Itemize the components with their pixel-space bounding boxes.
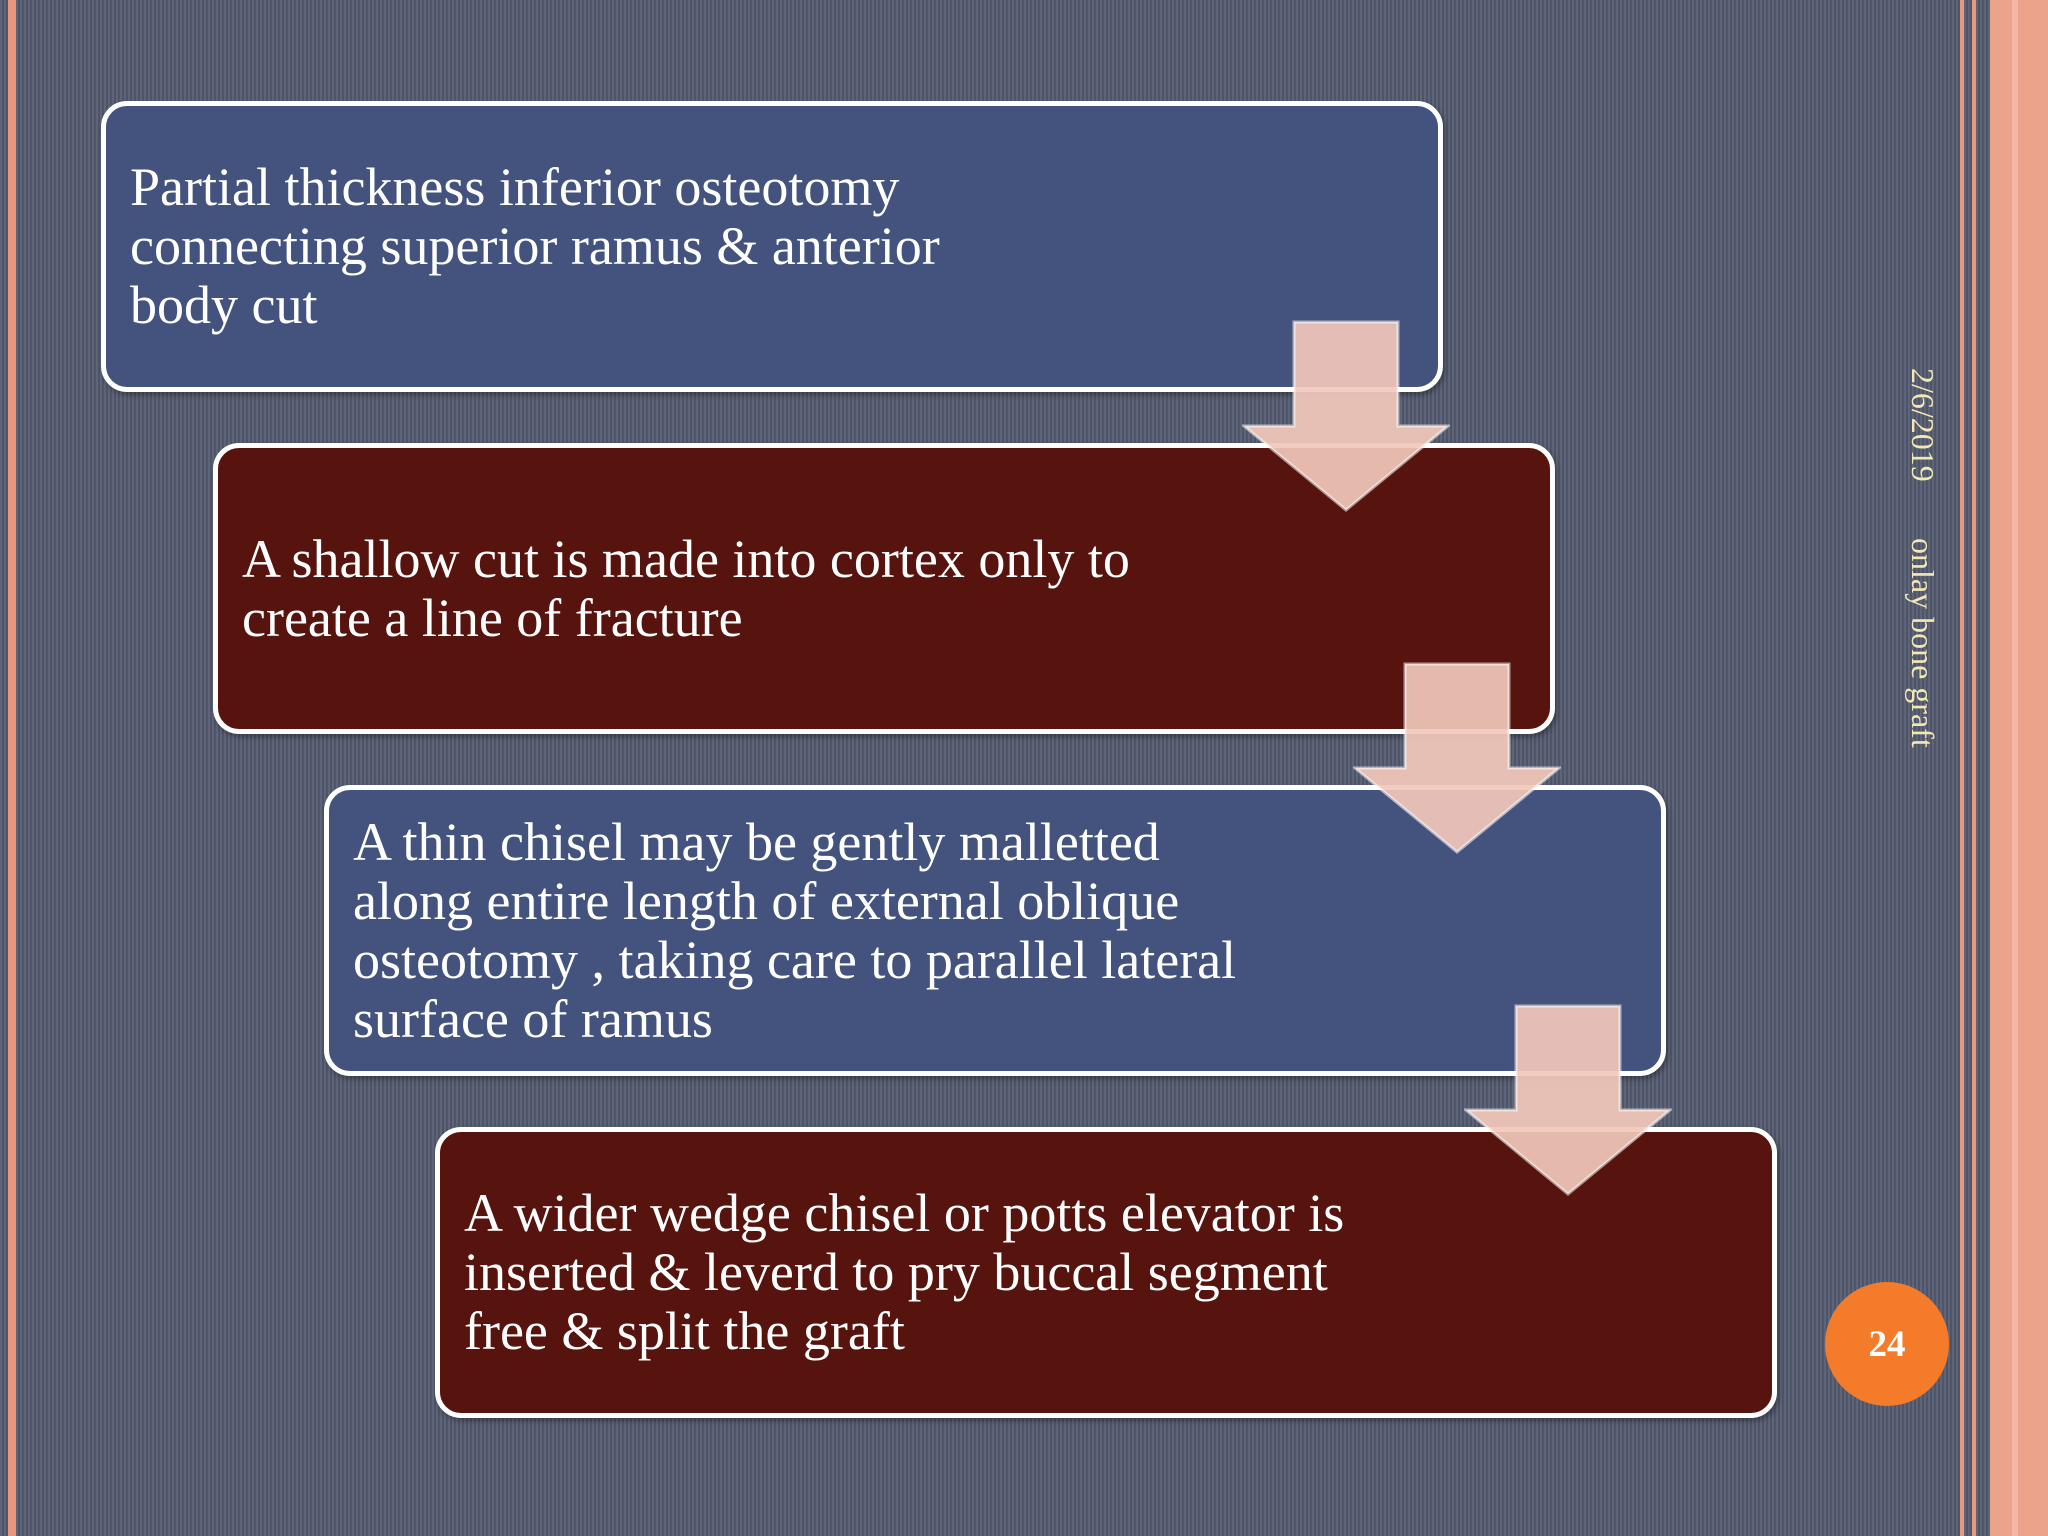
right-border-band [1990,0,2048,1536]
step-box-3: A thin chisel may be gently malletted al… [324,785,1666,1076]
right-border-thin-stripe [1960,0,1964,1536]
right-border-thin-stripe-2 [1972,0,1976,1536]
down-arrow-icon-1 [1242,320,1450,512]
page-number-badge: 24 [1825,1282,1949,1406]
down-arrow-icon-2 [1353,662,1561,854]
slide-footer: onlay bone graft [1905,538,1941,748]
left-border-stripe [8,0,16,1536]
step-text-4: A wider wedge chisel or potts elevator i… [464,1183,1345,1361]
step-box-1: Partial thickness inferior osteotomy con… [101,101,1443,392]
step-text-2: A shallow cut is made into cortex only t… [242,528,1130,648]
slide-date: 2/6/2019 [1905,368,1941,482]
step-text-1: Partial thickness inferior osteotomy con… [130,157,940,335]
down-arrow-icon-3 [1464,1004,1672,1196]
right-border-inner-band [2012,0,2018,1536]
step-text-3: A thin chisel may be gently malletted al… [353,811,1237,1049]
